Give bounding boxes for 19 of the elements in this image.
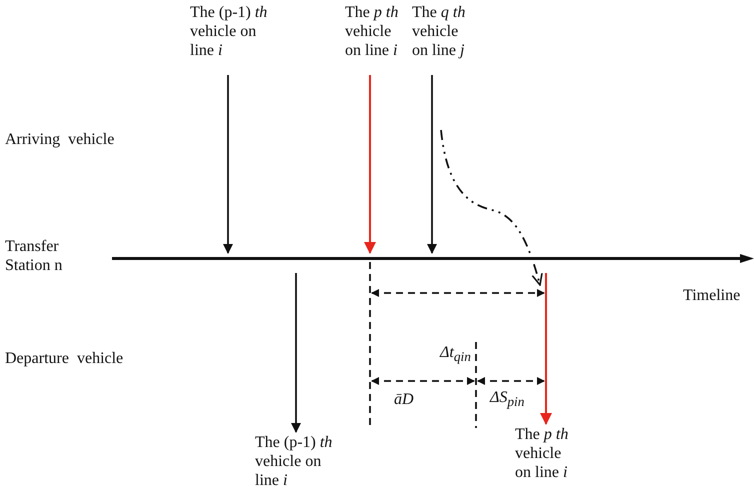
interval-label: āD xyxy=(394,390,415,409)
interval-label: Δt$_{qin}$ xyxy=(440,343,472,366)
vehicle-label: The p th vehicle on line i xyxy=(515,425,577,487)
arrow xyxy=(427,75,437,254)
row-label: Arriving vehicle xyxy=(5,130,116,149)
vehicle-label: The p th vehicle on line i xyxy=(345,3,407,65)
vehicle-label: The (p-1) th vehicle on line i xyxy=(255,433,341,495)
arrow xyxy=(540,273,552,425)
arrow xyxy=(364,75,376,254)
timeline-axis xyxy=(112,254,754,263)
axis-label: Timeline xyxy=(683,286,742,305)
arrow xyxy=(223,75,233,254)
vehicle-label: The q th vehicle on line j xyxy=(412,3,474,65)
row-label: Transfer Station n xyxy=(5,237,64,275)
arrow xyxy=(291,273,301,433)
dash-dot-arrow xyxy=(440,130,543,286)
vehicle-label: The (p-1) th vehicle on line i xyxy=(190,3,276,65)
row-label: Departure vehicle xyxy=(5,349,124,368)
interval-label: ΔS$_{pin}$ xyxy=(490,388,526,412)
